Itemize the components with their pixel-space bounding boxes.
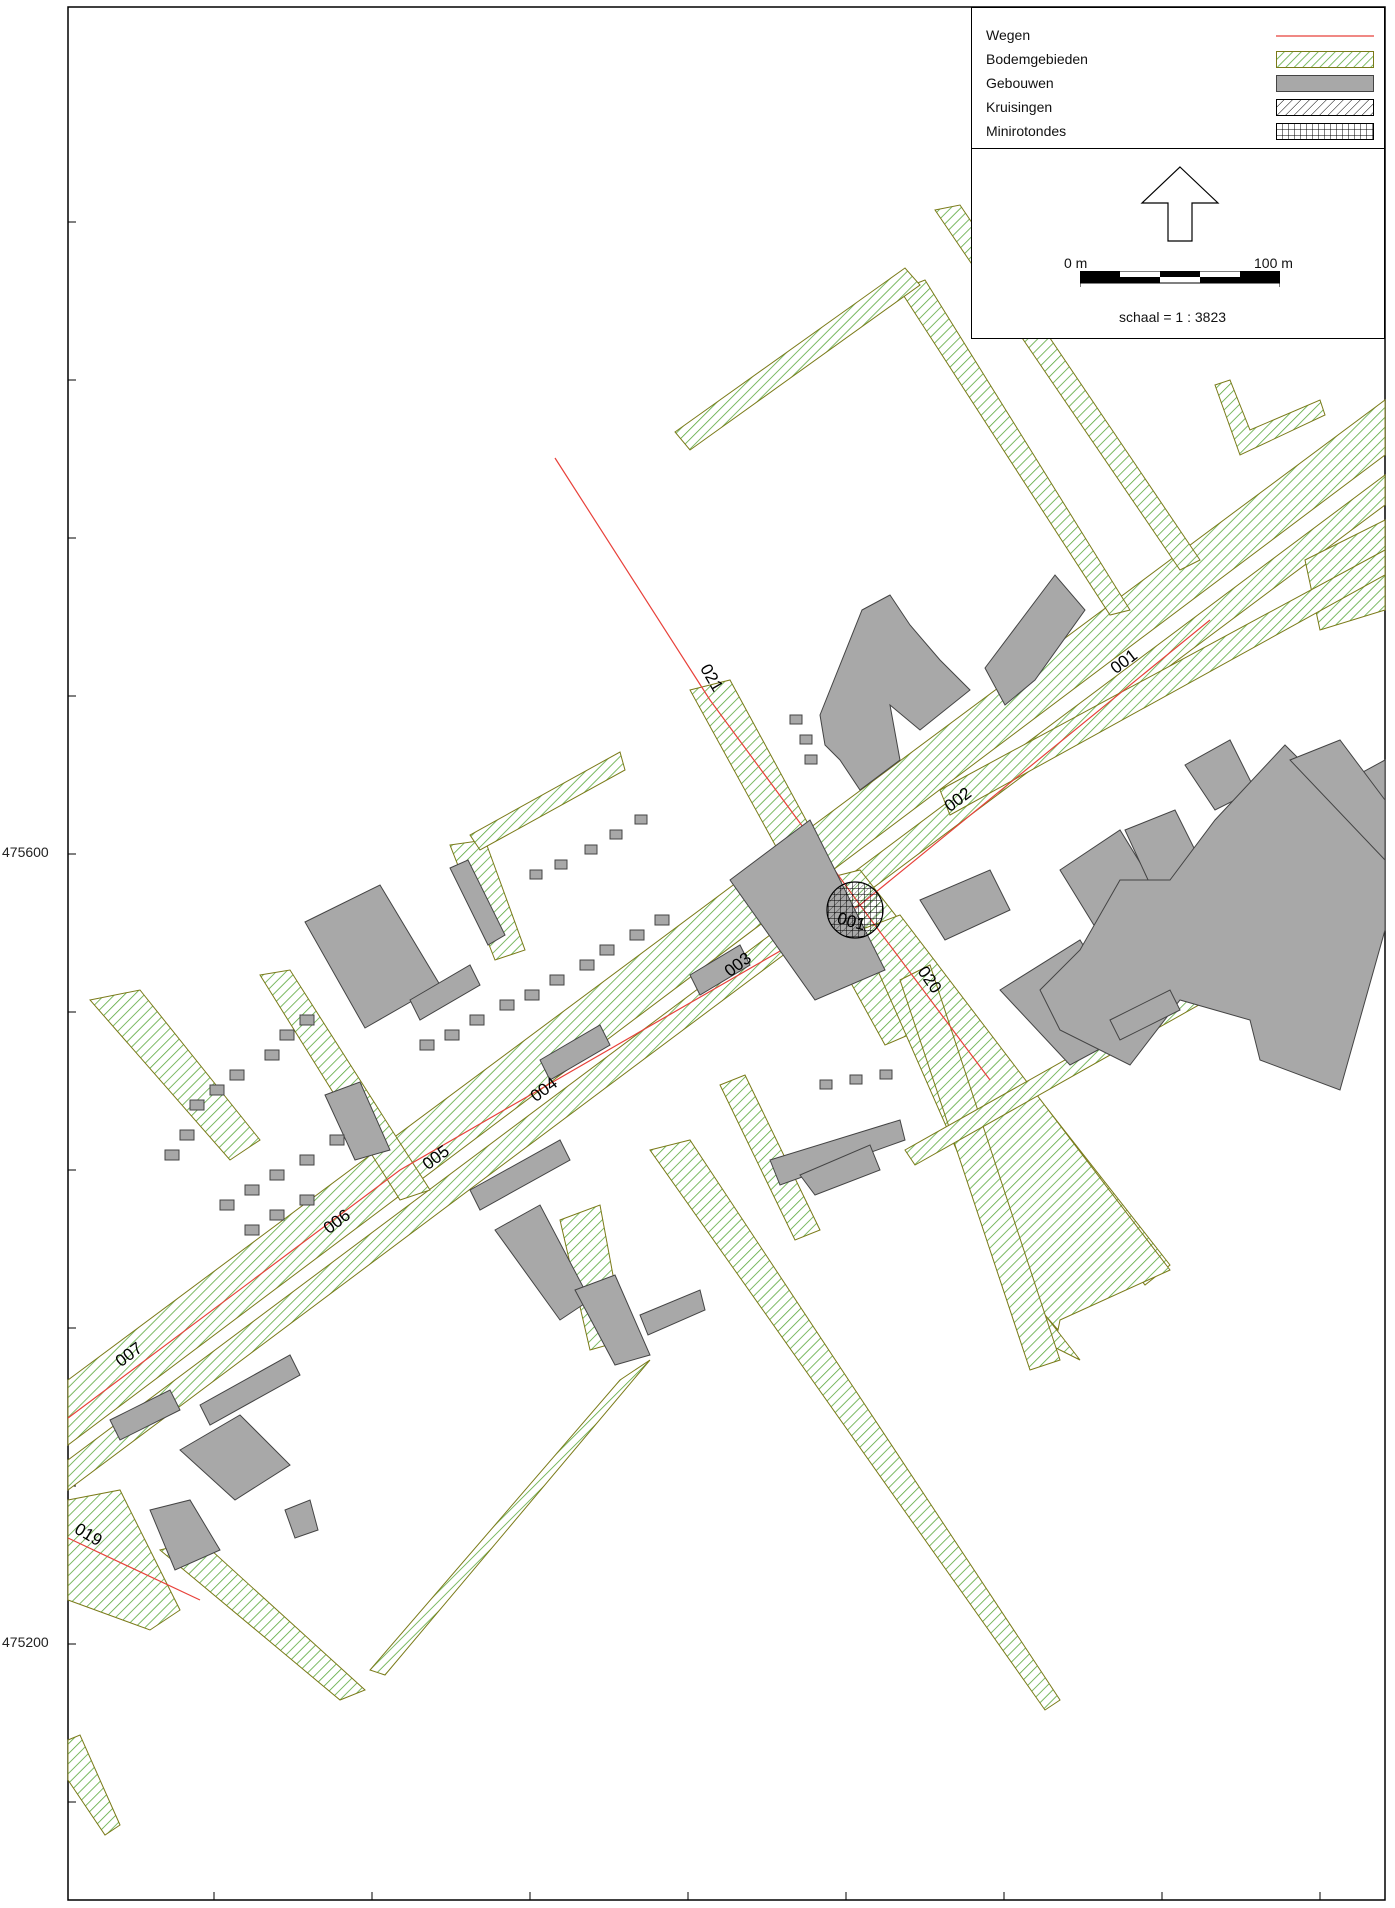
legend-item-gebouwen: Gebouwen xyxy=(986,72,1376,94)
green-hatch-swatch xyxy=(1276,51,1374,68)
legend-item-wegen: Wegen xyxy=(986,24,1376,46)
legend-label: Wegen xyxy=(986,27,1031,43)
legend-label: Gebouwen xyxy=(986,75,1054,91)
coord-label-475200: 475200 xyxy=(2,1634,49,1650)
legend: Wegen Bodemgebieden Gebouwen Kruisingen … xyxy=(971,7,1385,149)
gray-fill-swatch xyxy=(1276,75,1374,92)
minirotonde-001-diag xyxy=(827,882,883,938)
scale-ratio-text: schaal = 1 : 3823 xyxy=(1119,309,1227,325)
buildings xyxy=(109,574,1386,1571)
scale-bar xyxy=(1080,271,1280,287)
north-arrow-icon xyxy=(1140,166,1220,242)
road-lines xyxy=(67,457,1211,1601)
diagonal-hatch-swatch xyxy=(1276,99,1374,116)
legend-item-minirotondes: Minirotondes xyxy=(986,120,1376,142)
grid-hatch-swatch xyxy=(1276,123,1374,140)
road-line-swatch xyxy=(1276,35,1374,37)
legend-label: Kruisingen xyxy=(986,99,1053,115)
legend-label: Bodemgebieden xyxy=(986,51,1088,67)
legend-item-bodemgebieden: Bodemgebieden xyxy=(986,48,1376,70)
scale-panel: 0 m 100 m schaal = 1 : 3823 xyxy=(971,149,1385,339)
legend-item-kruisingen: Kruisingen xyxy=(986,96,1376,118)
soil-areas xyxy=(67,204,1386,1836)
scale-end-label: 100 m xyxy=(1254,255,1293,271)
map-frame xyxy=(67,6,1386,1901)
bottom-axis-ticks xyxy=(213,1892,1321,1900)
legend-label: Minirotondes xyxy=(986,123,1067,139)
small-buildings xyxy=(164,714,893,1236)
scale-start-label: 0 m xyxy=(1064,255,1088,271)
coord-label-475600: 475600 xyxy=(2,844,49,860)
